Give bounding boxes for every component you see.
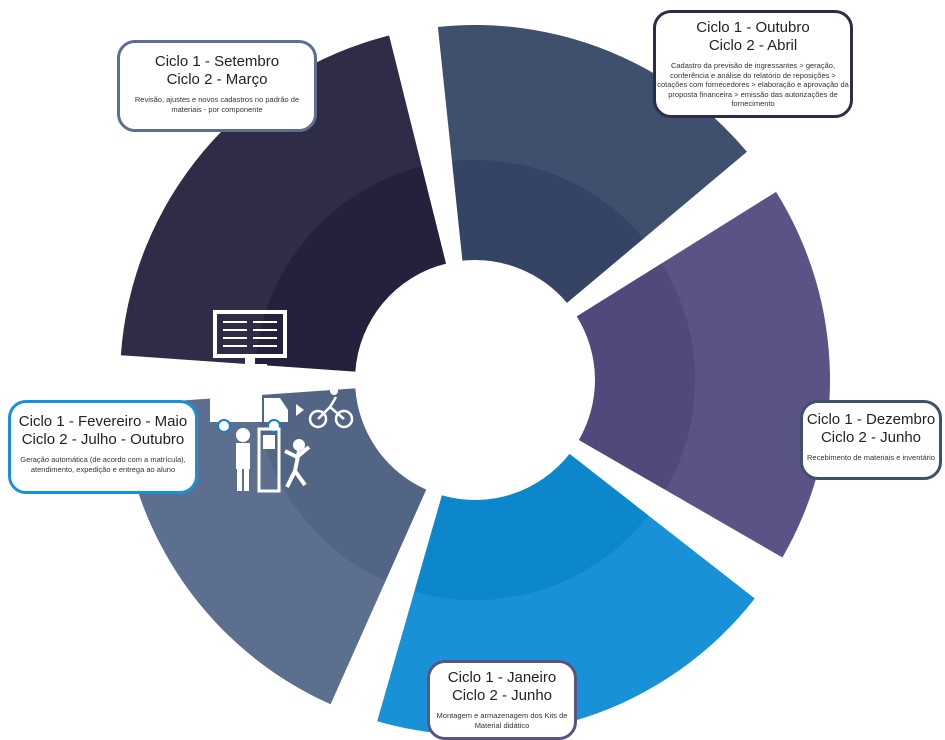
stage-title-line1: Ciclo 1 - Fevereiro - Maio (18, 413, 188, 430)
cycle-segment-shade (451, 159, 644, 303)
counter-service-icon (236, 427, 311, 493)
stage-box-setembro: Ciclo 1 - Setembro Ciclo 2 - Março Revis… (117, 40, 317, 132)
stage-title-line2: Ciclo 2 - Abril (708, 37, 798, 54)
stage-description: Geração automática (de acordo com a matr… (20, 455, 186, 474)
stage-box-janeiro: Ciclo 1 - Janeiro Ciclo 2 - Junho Montag… (427, 660, 577, 740)
stage-title-line1: Ciclo 1 - Setembro (154, 53, 280, 70)
stage-box-outubro: Ciclo 1 - Outubro Ciclo 2 - Abril Cadast… (653, 10, 853, 118)
cyclist-icon (308, 387, 354, 429)
stage-description: Cadastro da previsão de ingressantes > g… (657, 61, 849, 108)
stage-title-line2: Ciclo 2 - Junho (451, 687, 553, 704)
stage-title-line2: Ciclo 2 - Março (166, 71, 268, 88)
stage-title-line2: Ciclo 2 - Junho (820, 429, 922, 446)
cycle-segment-shade (414, 453, 649, 601)
stage-description: Recebimento de materiais e inventário (807, 453, 935, 462)
monitor-icon (213, 310, 287, 368)
stage-title-line1: Ciclo 1 - Outubro (696, 19, 810, 36)
cycle-segment-shade (576, 263, 696, 491)
cycle-segment-shade (255, 166, 446, 372)
stage-description: Revisão, ajustes e novos cadastros no pa… (134, 95, 300, 114)
stage-title-line1: Ciclo 1 - Janeiro (447, 669, 557, 686)
stage-title-line2: Ciclo 2 - Julho - Outubro (21, 431, 185, 448)
plus-icon (428, 94, 446, 112)
stage-description: Montagem e armazenagem dos Kits de Mater… (436, 711, 568, 730)
stage-box-fevereiro: Ciclo 1 - Fevereiro - Maio Ciclo 2 - Jul… (8, 400, 198, 494)
stage-title-line1: Ciclo 1 - Dezembro (806, 411, 936, 428)
stage-box-dezembro: Ciclo 1 - Dezembro Ciclo 2 - Junho Receb… (800, 400, 942, 480)
cycle-segment-shade (255, 388, 427, 582)
